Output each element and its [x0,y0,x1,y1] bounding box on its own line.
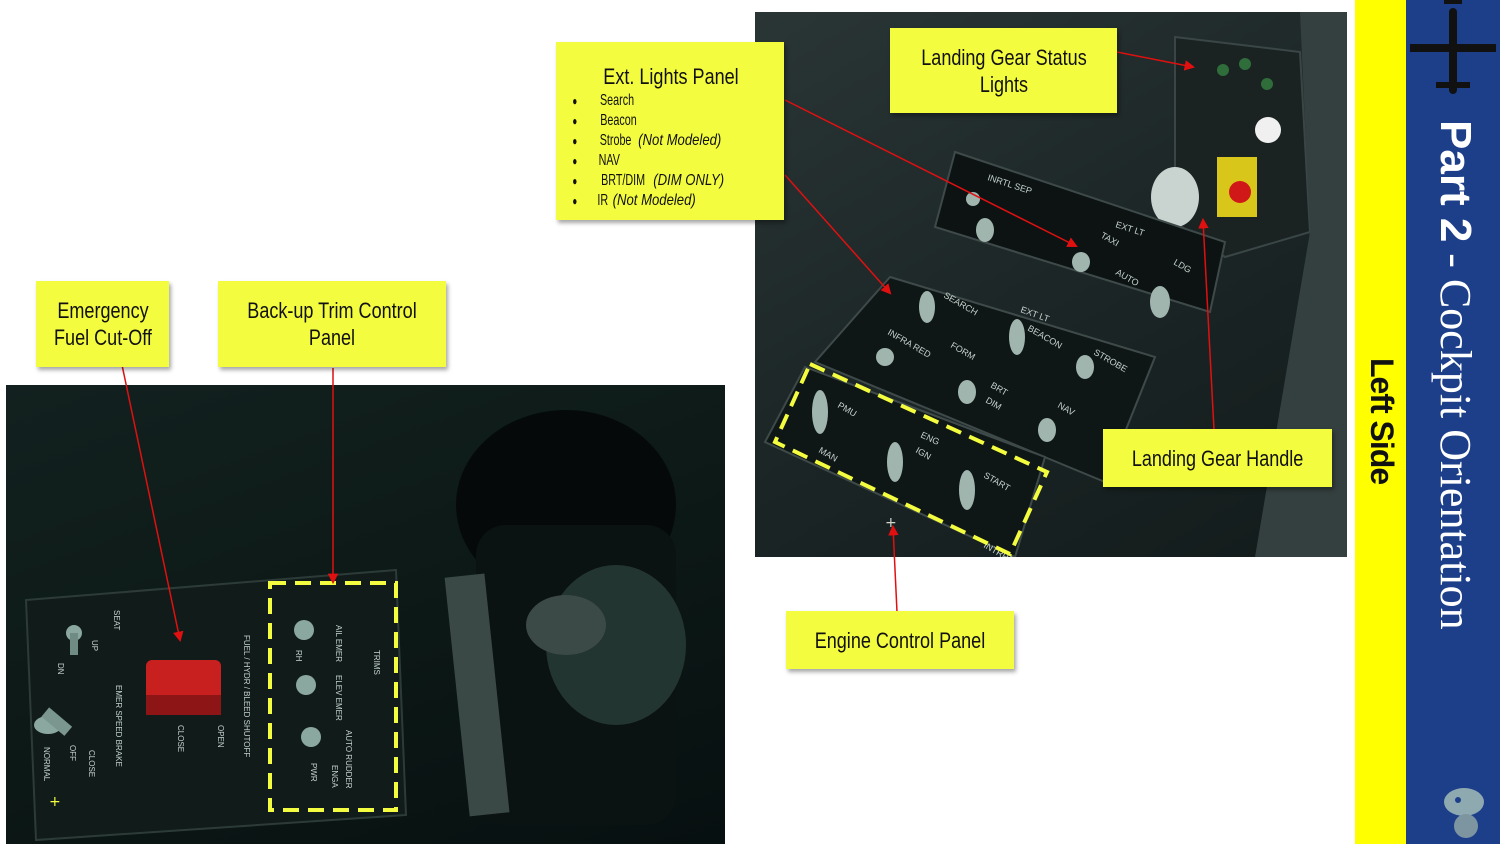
callout-backup-trim: Back-up Trim Control Panel [218,281,446,367]
engine-panel-highlight [772,361,1050,557]
callout-gear-handle-text: Landing Gear Handle [1131,445,1304,471]
label-close-2: CLOSE [176,725,185,752]
bullet-icon: ● [572,194,578,208]
page-title-dash: - [1431,242,1480,279]
label-ail-emer: AIL EMER [334,625,343,662]
callout-gear-status-lights: Landing Gear Status Lights [890,28,1117,113]
label-dn: DN [56,663,65,675]
callout-emergency-fuel-text: Emergency Fuel Cut-Off [53,298,152,350]
bullet-icon: ● [572,154,578,168]
label-auto-rudder: AUTO RUDDER [344,730,353,789]
label-enga: ENGA [330,765,339,788]
callout-gear-status-text: Landing Gear Status Lights [920,44,1087,97]
page-title: Part 2 - Cockpit Orientation [1430,120,1481,630]
bullet-icon: ● [572,134,578,148]
ext-lights-item-note: (Not Modeled) [638,132,722,149]
sidebar-blue-band [1406,0,1500,844]
callout-ext-lights-panel: Ext. Lights Panel ● Search ● Beacon ● Strobe (… [556,42,784,220]
ext-lights-item-label: Beacon [600,112,637,129]
crosshair-icon: + [49,794,61,810]
label-open: OPEN [216,725,225,748]
label-rh: RH [294,650,303,662]
ext-lights-list: ● Search ● Beacon ● Strobe (Not Modeled) ● NAV ● B… [568,91,758,211]
label-close: CLOSE [87,750,96,777]
label-up: UP [90,640,99,651]
bullet-icon: ● [572,94,578,108]
page-title-text: Cockpit Orientation [1431,278,1480,630]
callout-emergency-fuel-cutoff: Emergency Fuel Cut-Off [36,281,169,367]
callout-backup-trim-text: Back-up Trim Control Panel [247,298,417,350]
ext-lights-item-label: IR [597,192,609,209]
ext-lights-item: ● NAV [570,151,724,171]
ext-lights-item-label: Search [599,92,635,109]
section-label-left-side: Left Side [1364,358,1400,485]
label-seat: SEAT [112,610,121,630]
callout-engine-control-panel: Engine Control Panel [786,611,1014,669]
ext-lights-item-label: Strobe [599,132,632,149]
label-emer-speed-brake: EMER SPEED BRAKE [114,685,123,767]
bullet-icon: ● [572,114,578,128]
label-trims: TRIMS [372,650,381,675]
label-fuel-hydr: FUEL / HYDR / BLEED SHUTOFF [242,635,251,757]
aircraft-icon [1410,0,1496,94]
label-elev-emer: ELEV EMER [334,675,343,721]
ext-lights-item-note: (DIM ONLY) [653,172,725,189]
ext-lights-engine-panel-illustration: INRTL SEP EXT LT TAXI LDG AUTO EXT LT SE… [763,12,1347,557]
ext-lights-item: ● Beacon [570,111,724,131]
callout-landing-gear-handle: Landing Gear Handle [1103,429,1332,487]
callout-engine-control-text: Engine Control Panel [814,627,986,653]
backup-trim-panel-illustration: SEAT UP DN EMER SPEED BRAKE OFF CLOSE NO… [24,410,686,842]
crosshair-icon-2: + [885,515,897,531]
label-normal: NORMAL [42,747,51,782]
ext-lights-item-label: BRT/DIM [601,172,646,189]
label-off: OFF [68,745,77,761]
page-title-part: Part 2 [1431,120,1480,243]
label-pwr: PWR [309,763,318,782]
ext-lights-item: ● Strobe (Not Modeled) [570,131,724,151]
sidebar-yellow-band [1355,0,1406,844]
ext-lights-item: ● Search [570,91,724,111]
ext-lights-item: ● BRT/DIM (DIM ONLY) [570,171,724,191]
photo-backup-trim-panel: SEAT UP DN EMER SPEED BRAKE OFF CLOSE NO… [6,385,725,844]
ext-lights-title: Ext. Lights Panel [603,64,739,89]
bullet-icon: ● [572,174,578,188]
ext-lights-item: ● IR(Not Modeled) [570,191,724,211]
ext-lights-item-note: (Not Modeled) [612,192,696,209]
ext-lights-item-label: NAV [598,152,620,169]
mascot-logo-icon [1444,788,1484,838]
